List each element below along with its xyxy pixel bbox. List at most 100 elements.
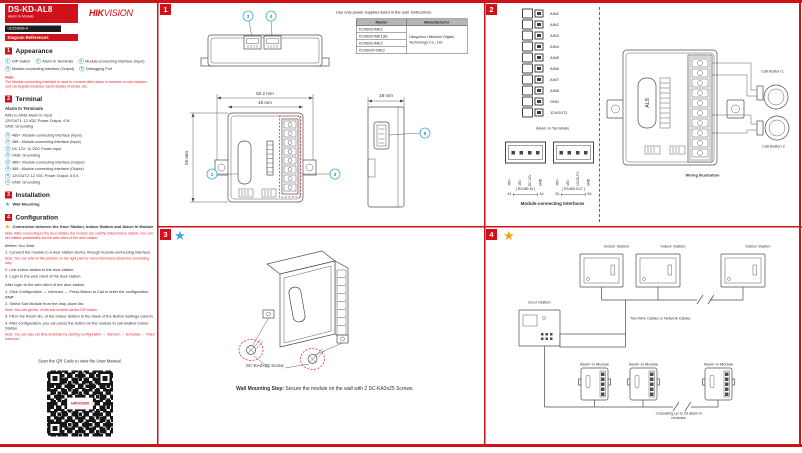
alarm-terminals-caption: Alarm In Terminals: [535, 126, 570, 131]
callout-4-icon: 4: [5, 166, 11, 172]
star-icon: ★: [5, 201, 10, 208]
qr-code: HIKVISION: [47, 370, 113, 437]
callout-5-icon: [419, 127, 431, 139]
config-step: 4. After configuration, you can press th…: [5, 321, 149, 331]
callout-4-icon: 4: [5, 179, 11, 186]
diagram-3-badge: 3: [160, 229, 171, 240]
model-cell: K2XB03Y-IME2: [356, 46, 407, 54]
callout-3-icon: 3: [5, 145, 11, 152]
alarm-module-label: Alarm In Module: [628, 362, 659, 367]
section-1-title: Appearance: [15, 47, 53, 55]
wiring-illustration-diagram: AL8: [606, 49, 790, 166]
alarm-terminal-strip: AIN1 AIN2 AIN3 AIN4 AIN5 AIN6 AIN7 AIN8 …: [522, 8, 600, 118]
wire: [712, 114, 757, 125]
wire: [712, 74, 757, 97]
svg-text:3: 3: [247, 14, 250, 19]
section-1-badge: 1: [5, 47, 12, 55]
config-note-2: Note: You can refer to the pictures on t…: [5, 256, 150, 265]
indoor-station-3: [720, 253, 766, 288]
callout-4-icon: [265, 10, 277, 22]
debug-port: [373, 121, 390, 150]
module-label: AL8: [645, 98, 651, 108]
star-icon: ★: [5, 224, 10, 231]
config-step: 3. Fill in the Room No. of the Indoor St…: [5, 314, 154, 319]
callout-2-icon: [329, 168, 341, 180]
wire: [712, 129, 757, 134]
model-cell: K2XB03-IME1: [356, 25, 407, 33]
star-icon: ★: [174, 228, 186, 243]
alarm-in-module-2: [627, 367, 660, 401]
call-button-1-label: Call Button 1: [761, 69, 784, 74]
config-after-intro: After login to the web client of the doo…: [5, 282, 86, 288]
col-model: Model: [356, 18, 407, 26]
alarm-terminals-highlight: [279, 115, 301, 198]
config-step: 1. Click Configuration → Intercom → Pres…: [5, 289, 149, 300]
dashed-divider: [599, 7, 600, 222]
terminal-row: AIN4: [522, 41, 600, 52]
callout-4-icon: 4: [5, 159, 11, 165]
callout-3-icon: 3: [5, 152, 11, 159]
door-station: [518, 309, 561, 347]
wire: [712, 62, 757, 91]
qr-finder-icon: [48, 421, 62, 436]
cascade-note: Cascading up to 20 alarm in modules.: [655, 411, 703, 420]
terminal-line: AIN1 to AIN8: Alarm In Input: [5, 113, 52, 118]
indoor-station-2: [635, 253, 681, 288]
section-2-badge: 2: [5, 95, 12, 103]
config-step: 2. Link indoor station to the door stati…: [5, 267, 75, 272]
product-title-box: DS-KD-AL8 Alarm In Module: [5, 4, 78, 23]
configuration-item: ★ Connection between the Door Station, I…: [5, 224, 154, 231]
power-supply-table: Model Manufacturer K2XB03-IME1 Hangzhou …: [356, 18, 468, 54]
wall-mounting-step: Wall Mounting Step: Secure the module on…: [236, 386, 414, 392]
doc-code-bar: UD15289B-A: [5, 25, 61, 32]
terminal-row: AIN5: [522, 52, 600, 63]
note-label: Note:: [5, 75, 15, 80]
callout-2-icon: 2: [35, 58, 41, 64]
config-step: 1. Connect the module to a door station …: [5, 249, 152, 255]
svg-text:1: 1: [211, 172, 214, 177]
rs485-out-label: RS485 OUT: [553, 188, 594, 192]
wiring-caption: Wiring Illustration: [685, 173, 720, 178]
installation-item: ★ Wall Mounting: [5, 201, 40, 208]
divider-mid: [484, 3, 486, 444]
before-you-start: Before You Start: [5, 243, 35, 249]
break-mark: [672, 401, 680, 412]
callout-3-icon: 3: [78, 58, 84, 64]
indoor-station-1: [579, 253, 624, 288]
door-station-extension: [559, 333, 626, 348]
terminal-line: 12VOUT1: 12 VDC Power Output, 4 W: [5, 118, 70, 124]
power-supply-block: Use only power supplies listed in the us…: [336, 10, 486, 54]
pin-header: [266, 140, 274, 176]
callout-3-icon: 3: [5, 132, 11, 138]
config-note-3: Note: You can get No. of the sub module …: [5, 308, 98, 312]
section-installation-heading: 3 Installation: [5, 191, 155, 199]
left-column: DS-KD-AL8 Alarm In Module HIKVISION UD15…: [5, 4, 155, 437]
section-3-title: Installation: [15, 191, 50, 199]
frame-top: [0, 0, 802, 3]
svg-text:4: 4: [270, 14, 273, 19]
appearance-note: The Module-connecting Interface is used …: [5, 80, 147, 89]
terminal-row: 12VOUT1: [522, 107, 600, 118]
call-button-1: [763, 84, 789, 110]
rs485-in-label: RS485 IN: [505, 188, 546, 192]
callout-4-icon: 4: [5, 66, 11, 72]
qr-caption: Scan the QR Code to view the User Manual…: [38, 358, 122, 364]
model-cell: K2XB03-IME2: [356, 39, 407, 47]
indoor-station-label: Indoor Station: [604, 244, 629, 249]
interfaces-caption: Module-connecting Interfaces: [520, 201, 585, 206]
star-icon: ★: [503, 228, 515, 243]
qr-center-logo: HIKVISION: [67, 397, 93, 410]
callout-5-icon: 5: [79, 66, 85, 72]
product-subtitle: Alarm In Module: [8, 15, 34, 19]
indoor-station-label: Indoor Station: [745, 244, 771, 249]
section-appearance-heading: 1 Appearance: [5, 47, 155, 55]
dim-height: 55 mm: [184, 151, 189, 165]
terminal-row: AIN8: [522, 85, 600, 96]
